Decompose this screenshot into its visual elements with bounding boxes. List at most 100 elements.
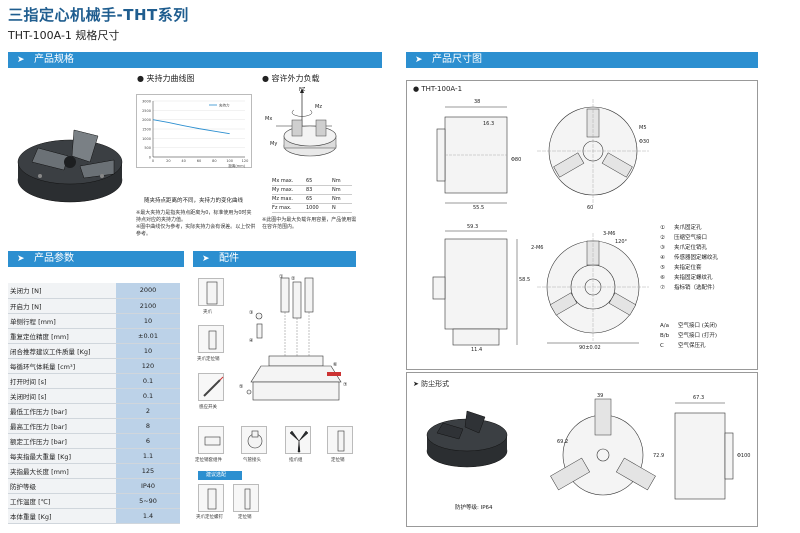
accessory-image-jaw <box>198 278 224 306</box>
accessories-panel: 夹爪 夹爪定位销 感应开关 ① ② ③ ④ ⑤ ⑥ ⑦ 定位销套组件 气管接头 <box>193 268 356 530</box>
y-tick-label: 1000 <box>142 137 151 141</box>
param-value: 2 <box>116 403 180 419</box>
accessory-image-bushing <box>198 426 224 454</box>
section-title-spec: 产品规格 <box>34 54 74 65</box>
legend-item: ② 压缩空气接口 <box>660 233 756 243</box>
param-label: 开启力 [N] <box>8 298 116 314</box>
param-value: 125 <box>116 463 180 479</box>
dust-caption: 防护等级: IP64 <box>455 505 493 511</box>
table-row: 开启力 [N]2100 <box>8 298 180 314</box>
param-value: 2000 <box>116 283 180 299</box>
param-value: 120 <box>116 358 180 374</box>
air-code: A/a <box>660 323 669 329</box>
legend-num: ② <box>660 235 665 241</box>
param-value: 5~90 <box>116 493 180 509</box>
accessory-label-7: 定位销 <box>331 458 345 463</box>
load-cell: N <box>332 205 336 211</box>
accessory-label-5: 气管接头 <box>243 458 261 463</box>
table-row: 额定工作压力 [bar]6 <box>8 433 180 449</box>
legend-num: ⑦ <box>660 285 665 291</box>
force-note-2: ※图中曲线仅为参考，实际夹持力会有误差。以上仅供参考。 <box>136 224 256 237</box>
legend-text: 夹爪定位销孔 <box>674 245 708 251</box>
legend-num: ⑥ <box>660 275 665 281</box>
param-value: ±0.01 <box>116 328 180 344</box>
table-row: 重复定位精度 [mm]±0.01 <box>8 328 180 344</box>
table-row: 打开时间 [s]0.1 <box>8 373 180 389</box>
page-subtitle: THT-100A-1 规格尺寸 <box>8 29 120 42</box>
section-title-dims: 产品尺寸图 <box>432 54 482 65</box>
legend-num: ③ <box>660 245 665 251</box>
callout-5: ⑤ <box>239 384 244 390</box>
dim-phi80: Φ80 <box>511 157 522 163</box>
x-tick-label: 0 <box>152 159 154 163</box>
param-value: 2100 <box>116 298 180 314</box>
model-label: ● THT-100A-1 <box>413 85 463 93</box>
param-label: 最低工作压力 [bar] <box>8 403 116 419</box>
air-code: C <box>660 343 664 349</box>
table-row: 单侧行程 [mm]10 <box>8 313 180 329</box>
axis-label-my: My <box>270 141 278 147</box>
axis-label-mz: Mz <box>315 104 322 110</box>
callout-3: ③ <box>249 310 254 316</box>
accessory-label-1: 夹爪 <box>203 310 212 315</box>
x-tick-label: 60 <box>197 159 201 163</box>
exploded-view-diagram: ① ② ③ ④ ⑤ ⑥ ⑦ <box>231 274 353 422</box>
y-tick-label: 2500 <box>142 109 151 113</box>
param-label: 工作温度 [℃] <box>8 493 116 509</box>
series-line <box>152 119 230 135</box>
load-note: ※此图中为最大负载许用容量，产品使用需在容许范围内。 <box>262 217 357 230</box>
external-force-diagram <box>262 86 358 170</box>
param-value: 0.1 <box>116 388 180 404</box>
callout-7: ⑦ <box>343 382 348 388</box>
external-force-title: 容许外力负载 <box>271 74 320 83</box>
accessory-image-screw <box>198 484 224 512</box>
chevron-right-icon: ➤ <box>17 254 25 264</box>
force-note-1: ※最大夹持力是指夹持点距离为0，标准使用为0时夹持点对应的夹持力值。 <box>136 210 252 223</box>
air-text: 空气接口 (关闭) <box>678 323 718 329</box>
table-row: 每循环气体耗量 [cm³]120 <box>8 358 180 374</box>
dim-m5: M5 <box>639 125 647 131</box>
page-title: 三指定心机械手-THT系列 <box>8 6 189 24</box>
dim-72-9: 72.9 <box>653 453 665 459</box>
param-label: 重复定位精度 [mm] <box>8 328 116 344</box>
accessory-image-sensor <box>198 373 224 401</box>
dimension-drawing-svg <box>432 99 649 346</box>
param-label: 最高工作压力 [bar] <box>8 418 116 434</box>
table-row: 关闭时间 [s]0.1 <box>8 388 180 404</box>
section-bar-spec: ➤ 产品规格 <box>8 52 382 68</box>
accessory-image-dowel <box>327 426 353 454</box>
dim-phi100: Φ100 <box>737 453 751 459</box>
load-cell: Nm <box>332 187 341 193</box>
legend-text: 夹爪固定孔 <box>674 225 702 231</box>
legend-num: ① <box>660 225 665 231</box>
dim-60: 60 <box>587 205 594 211</box>
table-row: 最高工作压力 [bar]8 <box>8 418 180 434</box>
param-value: 10 <box>116 313 180 329</box>
param-value: 1.1 <box>116 448 180 464</box>
x-axis-label: 距离(mm) <box>228 163 245 168</box>
param-label: 防护等级 <box>8 478 116 494</box>
axis-label-fz: FZ <box>299 87 306 93</box>
x-tick-label: 80 <box>212 159 216 163</box>
section-title-accessories: 配件 <box>219 253 239 264</box>
load-cell: 65 <box>306 178 313 184</box>
table-row: 本体重量 [Kg]1.4 <box>8 508 180 524</box>
legend-text: 压缩空气接口 <box>674 235 708 241</box>
param-label: 关闭力 [N] <box>8 283 116 299</box>
load-cell: My max. <box>272 187 294 193</box>
air-item: A/a 空气接口 (关闭) <box>660 321 756 331</box>
dim-58-5: 58.5 <box>519 277 531 283</box>
dim-120deg: 120° <box>615 239 628 245</box>
force-caption: 随夹持点距离的不同，夹持力的变化曲线 <box>144 198 244 204</box>
accessory-image-pin <box>198 325 224 353</box>
param-value: 10 <box>116 343 180 359</box>
